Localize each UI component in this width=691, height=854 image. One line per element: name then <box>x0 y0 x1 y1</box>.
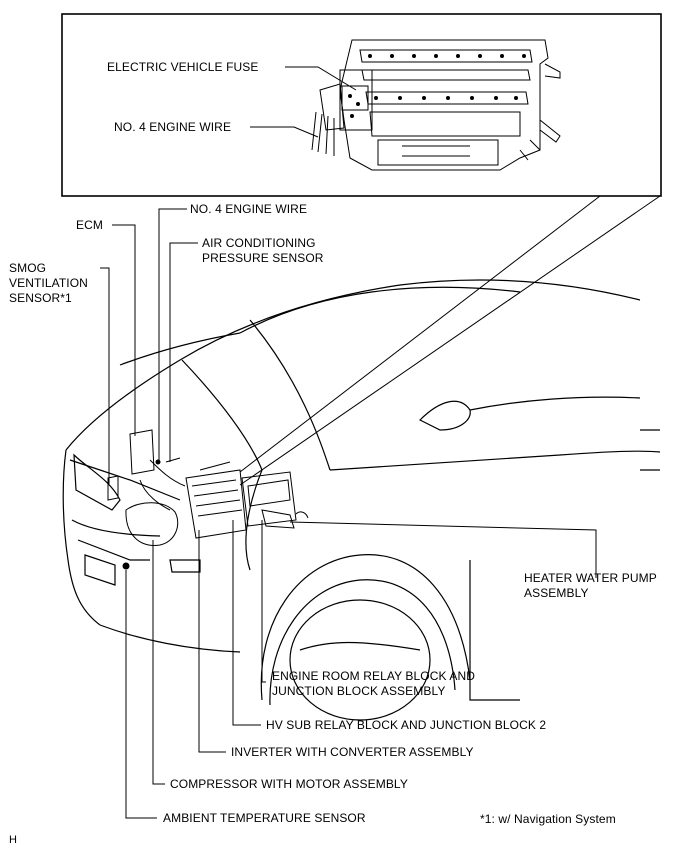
rear-structure <box>469 429 660 701</box>
figure-code: H <box>9 834 18 846</box>
label-electric-vehicle-fuse: ELECTRIC VEHICLE FUSE <box>107 60 259 74</box>
label-inverter-with-converter: INVERTER WITH CONVERTER ASSEMBLY <box>231 745 474 759</box>
leader-no4-engine-wire <box>158 208 187 462</box>
label-hv-sub-relay-block: HV SUB RELAY BLOCK AND JUNCTION BLOCK 2 <box>266 718 547 732</box>
label-ambient-temperature-sensor: AMBIENT TEMPERATURE SENSOR <box>163 811 366 825</box>
leader-inset-to-vehicle-2 <box>239 195 661 486</box>
label-air-conditioning-line-2: PRESSURE SENSOR <box>202 251 324 265</box>
label-no4-engine-wire-inset: NO. 4 ENGINE WIRE <box>114 120 232 134</box>
label-smog-ventilation-sensor: SMOG VENTILATION SENSOR*1 <box>9 261 88 306</box>
label-heater-line-2: ASSEMBLY <box>524 586 589 600</box>
footnote: *1: w/ Navigation System <box>480 812 616 826</box>
vehicle-outline <box>62 279 661 653</box>
leader-lines <box>100 66 661 819</box>
label-smog-line-3: SENSOR*1 <box>9 291 72 305</box>
label-engine-room-line-2: JUNCTION BLOCK ASSEMBLY <box>272 684 446 698</box>
component-markers <box>122 459 161 570</box>
label-engine-room-relay-block: ENGINE ROOM RELAY BLOCK AND JUNCTION BLO… <box>272 669 475 699</box>
label-smog-line-2: VENTILATION <box>9 276 88 290</box>
leader-engine-room-relay <box>261 520 266 683</box>
label-compressor-with-motor: COMPRESSOR WITH MOTOR ASSEMBLY <box>170 777 408 791</box>
inset-bolts <box>348 54 526 118</box>
leader-ambient-temp <box>125 570 157 819</box>
label-ecm: ECM <box>76 218 103 232</box>
leader-air-conditioning-sensor <box>169 242 198 462</box>
leader-inset-to-vehicle <box>239 195 601 473</box>
label-smog-line-1: SMOG <box>9 261 47 275</box>
label-engine-room-line-1: ENGINE ROOM RELAY BLOCK AND <box>272 669 475 683</box>
leader-no4-engine-wire-inset <box>250 126 319 138</box>
front-wheel <box>260 554 471 721</box>
inset-engine-components <box>311 39 561 171</box>
leader-ecm <box>112 224 136 436</box>
label-heater-water-pump-assembly: HEATER WATER PUMP ASSEMBLY <box>524 571 657 601</box>
leader-smog-sensor <box>100 267 110 484</box>
label-air-conditioning-pressure-sensor: AIR CONDITIONING PRESSURE SENSOR <box>202 236 324 266</box>
label-heater-line-1: HEATER WATER PUMP <box>524 571 657 585</box>
leader-hv-sub-relay <box>232 520 261 726</box>
inset-frame <box>61 13 662 197</box>
leader-electric-vehicle-fuse <box>285 66 357 91</box>
label-no4-engine-wire: NO. 4 ENGINE WIRE <box>190 202 308 216</box>
leader-inverter <box>198 530 226 753</box>
engine-components <box>107 429 309 546</box>
label-air-conditioning-line-1: AIR CONDITIONING <box>202 236 316 250</box>
leader-heater-water-pump <box>289 521 597 578</box>
leader-compressor <box>152 540 165 785</box>
